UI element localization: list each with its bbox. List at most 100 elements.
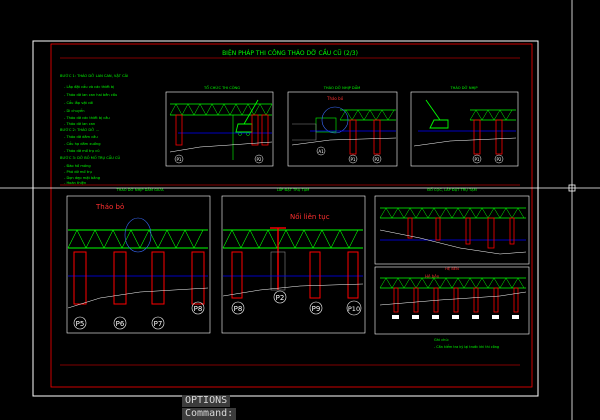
temp-pier-base bbox=[270, 251, 286, 291]
pier-tag bbox=[273, 290, 287, 304]
pier bbox=[473, 287, 479, 313]
pier bbox=[495, 119, 503, 155]
truss-web bbox=[379, 207, 525, 219]
truss-web bbox=[67, 229, 204, 249]
pier-tag bbox=[254, 154, 264, 164]
view-frame bbox=[165, 91, 274, 167]
truss-web bbox=[469, 109, 513, 121]
abutment bbox=[292, 123, 317, 141]
ground-line bbox=[379, 291, 527, 306]
pier bbox=[473, 119, 481, 155]
view-frame bbox=[221, 195, 366, 334]
view-big2[interactable]: LẮP ĐẶT TRỤ TẠM Nối liên tục P8 P2 P9 P1… bbox=[221, 187, 366, 334]
view-frame bbox=[287, 91, 398, 167]
view-title: LẮP ĐẶT TRỤ TẠM bbox=[277, 187, 310, 192]
view-r1[interactable]: ĐỔ CỌC, LẮP ĐẶT TRỤ TẠM bbox=[374, 187, 530, 265]
pier bbox=[487, 217, 495, 249]
pier-label: P1 bbox=[351, 157, 356, 162]
view-top1[interactable]: TỔ CHỨC THI CÔNG P1 P2 bbox=[165, 85, 274, 167]
pier-tag bbox=[231, 301, 245, 315]
pier-label: P2 bbox=[375, 157, 380, 162]
drawing-title: BIỆN PHÁP THI CÔNG THÁO DỠ CẦU CŨ (2/3) bbox=[222, 49, 358, 57]
pier bbox=[151, 251, 165, 305]
ground-line bbox=[291, 137, 397, 146]
pier-tag bbox=[494, 154, 504, 164]
view-top2[interactable]: THÁO DỠ NHỊP DẦM Tháo bỏ A1 P1 P2 bbox=[287, 85, 398, 167]
pier-tag bbox=[191, 301, 205, 315]
view-title: HỆ BÊN bbox=[445, 266, 459, 271]
pier-tag bbox=[73, 316, 87, 330]
view-frame bbox=[66, 195, 211, 334]
pier-tag bbox=[151, 316, 165, 330]
crane-icon bbox=[235, 99, 259, 133]
view-frame bbox=[374, 195, 530, 265]
pier bbox=[413, 287, 419, 313]
pier-label: P2 bbox=[497, 157, 502, 162]
pier bbox=[493, 287, 499, 313]
pier-label: P10 bbox=[348, 305, 360, 313]
pier-tag bbox=[372, 154, 382, 164]
pier bbox=[347, 251, 359, 299]
ground-line bbox=[222, 283, 364, 297]
ground-line bbox=[67, 287, 209, 309]
step1-line: - Tháo dỡ lan can bbox=[64, 122, 95, 126]
pier-label: P1 bbox=[475, 157, 480, 162]
pier-label: A1 bbox=[318, 149, 324, 154]
crane-wheel bbox=[238, 132, 242, 136]
step1-line: - Lắp đặt cẩu và các thiết bị bbox=[64, 84, 114, 89]
step3-heading: BƯỚC 3: DỠ BỎ MỐ TRỤ CẦU CŨ bbox=[60, 155, 121, 160]
step1-line: - Tháo dỡ lan can hai bên cầu bbox=[64, 93, 117, 97]
pier-tag bbox=[472, 154, 482, 164]
crane-icon bbox=[425, 99, 449, 129]
view-title: ĐỔ CỌC, LẮP ĐẶT TRỤ TẠM bbox=[427, 187, 476, 192]
pier-tag bbox=[348, 154, 358, 164]
pier bbox=[73, 251, 87, 305]
pier bbox=[113, 251, 127, 305]
view-r2[interactable]: HỆ BÊN Hệ bên bbox=[374, 266, 530, 335]
pier-label: P5 bbox=[76, 320, 85, 328]
step2-heading: BƯỚC 2: THÁO DỠ ... bbox=[60, 127, 99, 132]
step3-line: - Dọn dẹp mặt bằng bbox=[64, 175, 100, 180]
removal-highlight bbox=[321, 106, 349, 134]
command-line[interactable]: Command: bbox=[182, 408, 237, 420]
pier bbox=[509, 217, 515, 245]
pier-tag bbox=[174, 154, 184, 164]
pier-label: P8 bbox=[194, 305, 203, 313]
note-title: Ghi chú: bbox=[434, 338, 449, 342]
removal-label: Tháo bỏ bbox=[326, 96, 344, 101]
pier bbox=[453, 287, 459, 313]
pier bbox=[407, 217, 413, 239]
view-frame bbox=[410, 91, 519, 167]
pier-tag bbox=[113, 316, 127, 330]
view-big1[interactable]: THÁO DỠ NHỊP DẦM GIỮA Tháo bỏ P5 P6 P7 P… bbox=[66, 187, 211, 334]
truss-web bbox=[169, 103, 273, 116]
ground-line bbox=[413, 137, 517, 147]
pier bbox=[435, 217, 441, 241]
view-title: THÁO DỠ NHỊP DẦM bbox=[323, 85, 361, 90]
view-top3[interactable]: THÁO DỠ NHỊP P1 P2 bbox=[410, 85, 519, 167]
continuous-label: Nối liên tục bbox=[290, 213, 330, 221]
step3-line: - Phá dỡ mố trụ bbox=[64, 170, 92, 174]
pickbox-icon bbox=[568, 184, 576, 192]
pier bbox=[349, 119, 357, 155]
truss-web bbox=[339, 109, 395, 121]
ground-line bbox=[169, 141, 273, 153]
pier-label: P6 bbox=[116, 320, 125, 328]
pier bbox=[373, 119, 381, 155]
step2-line: - Tháo dỡ mố trụ cũ bbox=[64, 149, 99, 153]
step1-heading: BƯỚC 1: THÁO DỠ LAN CAN, VẬT CẢI bbox=[60, 73, 128, 78]
step2-line: - Tháo dỡ dầm cầu bbox=[64, 135, 98, 139]
pier-tag bbox=[309, 301, 323, 315]
pier-label: P2 bbox=[257, 157, 262, 162]
view-title: TỔ CHỨC THI CÔNG bbox=[203, 85, 240, 90]
removed-span bbox=[315, 117, 337, 133]
pier bbox=[393, 287, 399, 313]
truss-web bbox=[222, 229, 359, 249]
removal-label: Tháo bỏ bbox=[95, 203, 124, 211]
notes-column: BƯỚC 1: THÁO DỠ LAN CAN, VẬT CẢI - Lắp đ… bbox=[60, 73, 128, 185]
crane-wheel bbox=[246, 132, 250, 136]
pier bbox=[191, 251, 205, 305]
options-prompt[interactable]: OPTIONS bbox=[182, 395, 231, 407]
footing-markers bbox=[392, 315, 519, 319]
